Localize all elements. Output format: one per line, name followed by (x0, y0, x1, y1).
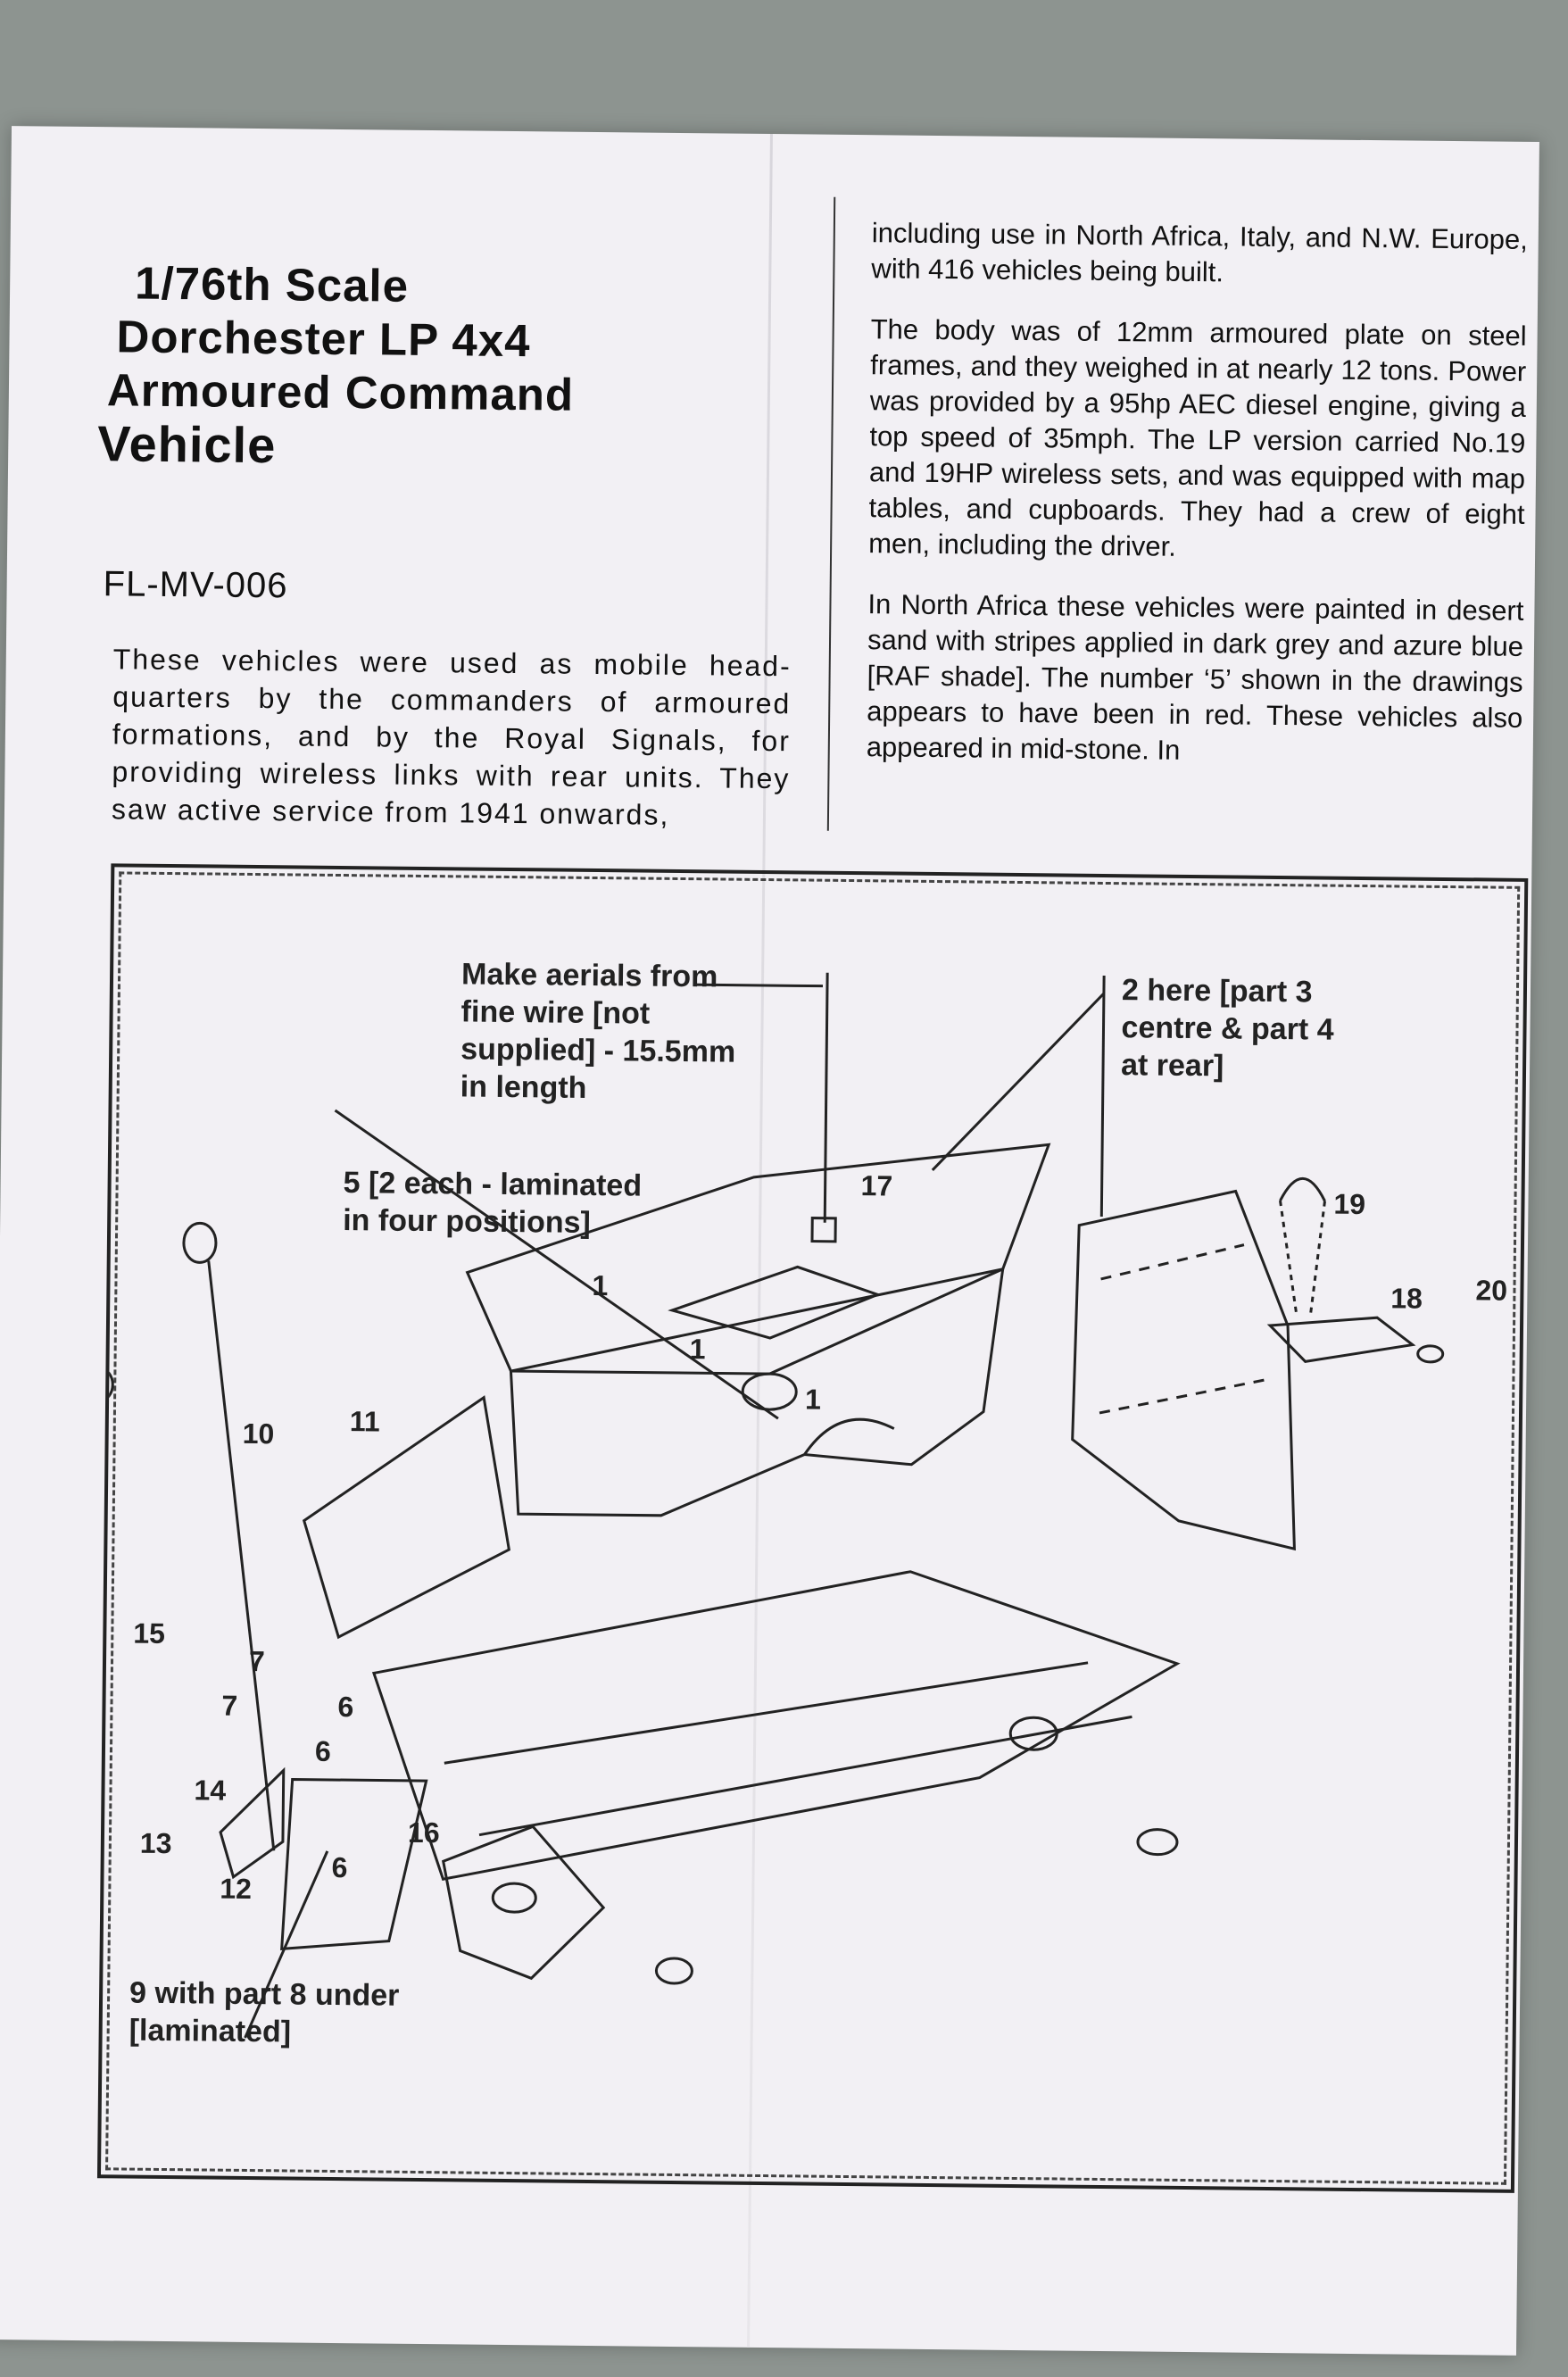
part-20-shape (1416, 1344, 1445, 1364)
rear-step (1266, 1316, 1416, 1363)
assembly-drawing (101, 972, 1445, 2039)
part-number-7b: 7 (248, 1644, 266, 1678)
part-9-note-line-2: [laminated] (129, 2013, 292, 2049)
two-here-note-line-2: centre & part 4 (1121, 1010, 1334, 1047)
part-number-15: 15 (133, 1617, 166, 1650)
part-number-7a: 7 (221, 1689, 238, 1722)
ladder-chain-1 (1279, 1200, 1298, 1317)
rear-axle-end (1008, 1716, 1058, 1751)
part-number-19: 19 (1333, 1187, 1366, 1221)
part-10-ring (182, 1221, 218, 1264)
part-15-shape (101, 1367, 114, 1402)
aerial-base (810, 1217, 837, 1243)
title-line-2: Dorchester LP 4x4 (116, 311, 531, 367)
vehicle-body-side (509, 1267, 1005, 1517)
aerials-note: Make aerials from fine wire [not supplie… (460, 955, 737, 1108)
aerial-leader-2 (931, 992, 1105, 1172)
part-number-14: 14 (194, 1774, 227, 1807)
part-number-18: 18 (1390, 1282, 1423, 1315)
two-here-note-line-3: at rear] (1120, 1048, 1224, 1084)
part-5-note-line-2: in four positions] (343, 1203, 592, 1240)
aerials-note-line-1: Make aerials from (460, 957, 718, 994)
part-9-leader (244, 1850, 329, 2039)
part-number-1c: 1 (804, 1383, 822, 1416)
part-number-1b: 1 (689, 1333, 706, 1366)
roof-vent (741, 1372, 798, 1411)
front-axle-end (491, 1882, 537, 1914)
part-number-17: 17 (860, 1169, 893, 1202)
door-hidden-line-1 (1100, 1243, 1245, 1281)
kit-title: 1/76th Scale Dorchester LP 4x4 Armoured … (97, 256, 759, 478)
intro-paragraph: These vehicles were used as mobile head-… (111, 643, 792, 831)
kit-code: FL-MV-006 (103, 564, 288, 606)
part-number-16: 16 (407, 1816, 440, 1849)
aerial-rear (1099, 975, 1106, 1217)
part-9-note-line-1: 9 with part 8 under (129, 1975, 400, 2013)
part-number-20: 20 (1475, 1274, 1508, 1307)
history-paragraph-1: including use in North Africa, Italy, an… (871, 217, 1528, 288)
part-number-1a: 1 (592, 1268, 609, 1302)
chassis-rail-2 (478, 1715, 1132, 1837)
history-paragraph-3: In North Africa these vehicles were pain… (866, 588, 1524, 766)
part-number-6a: 6 (337, 1691, 354, 1724)
rear-spring-end (1136, 1828, 1179, 1857)
column-divider (826, 196, 836, 831)
part-number-13: 13 (139, 1826, 172, 1860)
ladder-hoop (1279, 1176, 1326, 1202)
aerials-note-line-3: supplied] - 15.5mm (460, 1032, 736, 1069)
rear-door (1071, 1189, 1296, 1551)
part-number-12: 12 (220, 1872, 253, 1906)
part-5-note: 5 [2 each - laminated in four positions] (343, 1164, 642, 1242)
mudguard (441, 1824, 606, 1981)
part-9-note: 9 with part 8 under [laminated] (129, 1974, 399, 2052)
ladder-chain-2 (1308, 1201, 1326, 1317)
title-line-1: 1/76th Scale (134, 257, 410, 312)
aerial-centre (823, 972, 829, 1223)
front-panel (302, 1395, 511, 1640)
plates-6 (280, 1777, 428, 1951)
instruction-sheet: 1/76th Scale Dorchester LP 4x4 Armoured … (0, 126, 1539, 2356)
part-5-leader (334, 1109, 779, 1420)
two-here-note: 2 here [part 3 centre & part 4 at rear] (1121, 971, 1334, 1085)
title-line-3: Armoured Command (106, 364, 575, 420)
aerials-note-line-2: fine wire [not (460, 994, 651, 1031)
part-number-6c: 6 (331, 1850, 348, 1884)
plate-7 (219, 1766, 286, 1880)
front-wheel-hub (654, 1957, 693, 1985)
assembly-diagram: Make aerials from fine wire [not supplie… (96, 863, 1529, 2193)
history-column: including use in North Africa, Italy, an… (866, 215, 1528, 797)
part-number-6b: 6 (314, 1734, 331, 1767)
aerial-leader (693, 983, 824, 988)
aerials-note-line-4: in length (460, 1069, 587, 1105)
title-line-4: Vehicle (96, 415, 277, 474)
chassis-frame (371, 1570, 1181, 1881)
two-here-note-line-1: 2 here [part 3 (1121, 973, 1313, 1010)
part-number-11: 11 (349, 1405, 380, 1438)
history-paragraph-2: The body was of 12mm armoured plate on s… (868, 313, 1527, 562)
door-hidden-line-2 (1099, 1377, 1270, 1415)
wheel-arch (803, 1417, 895, 1456)
chassis-rail-1 (444, 1661, 1089, 1765)
part-5-note-line-1: 5 [2 each - laminated (343, 1166, 643, 1203)
part-number-10: 10 (242, 1417, 275, 1450)
part-10-rod (207, 1260, 276, 1851)
